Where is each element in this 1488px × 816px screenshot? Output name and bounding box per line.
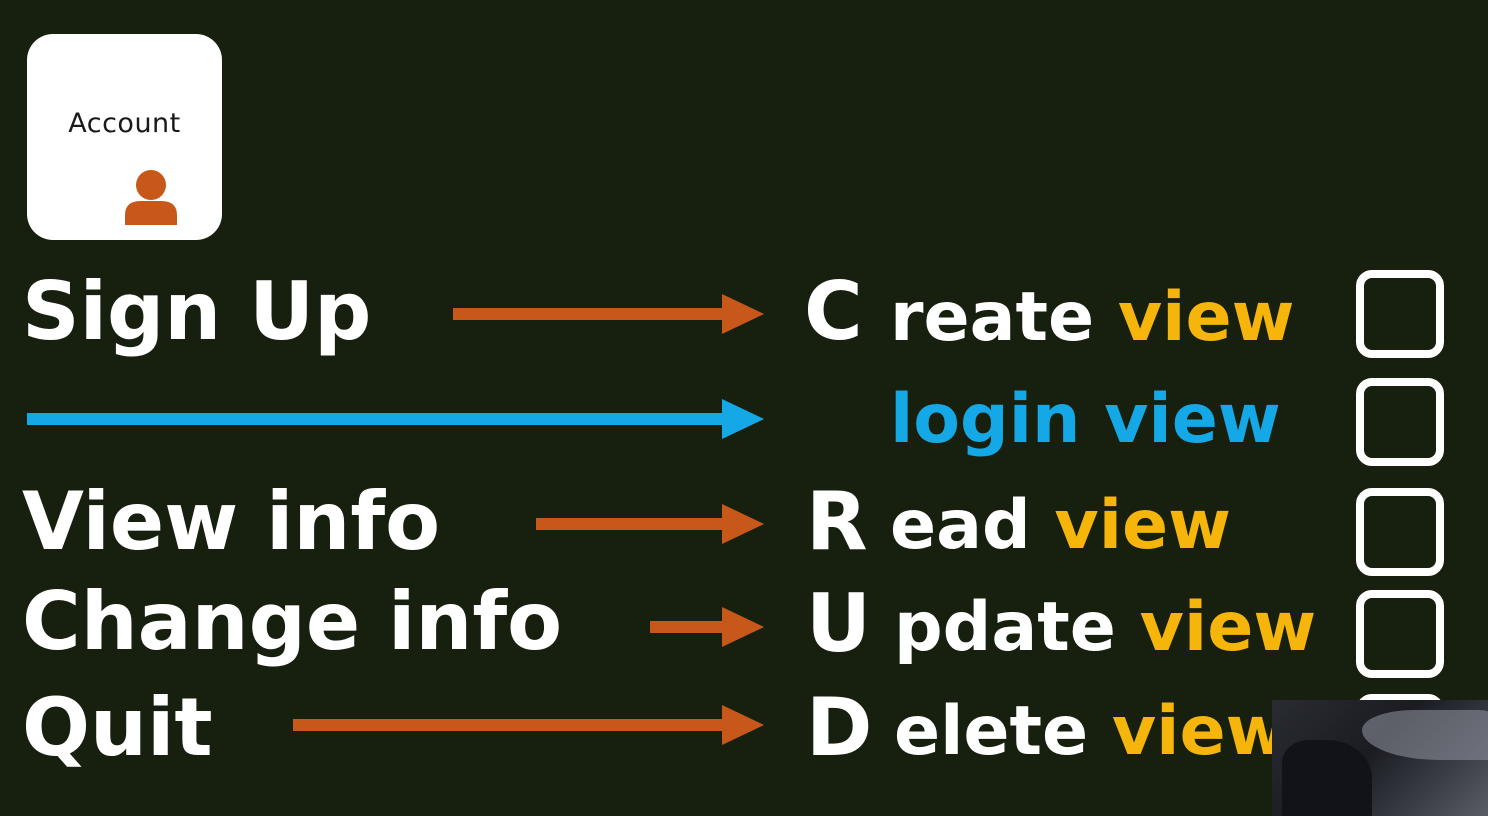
read-view-word: view [1054, 486, 1231, 565]
read-view-text: ead view [890, 492, 1231, 560]
checkbox-create[interactable] [1356, 270, 1444, 358]
label-quit: Quit [22, 681, 213, 774]
arrow-login [27, 399, 764, 439]
arrow-sign-up [453, 294, 764, 334]
delete-view-text: elete view [894, 698, 1288, 766]
checkbox-read[interactable] [1356, 488, 1444, 576]
arrow-quit [293, 705, 764, 745]
letter-u: U [806, 577, 871, 670]
account-title: Account [68, 108, 181, 139]
delete-rest: elete [894, 692, 1089, 771]
create-view-text: reate view [890, 284, 1294, 352]
checkbox-login[interactable] [1356, 378, 1444, 466]
account-card: Account [27, 34, 222, 240]
label-sign-up: Sign Up [22, 265, 372, 358]
checkbox-update[interactable] [1356, 590, 1444, 678]
update-view-word: view [1139, 588, 1317, 667]
user-icon [125, 170, 177, 225]
webcam-figure [1282, 740, 1372, 816]
label-change-info: Change info [22, 575, 563, 668]
create-view-word: view [1117, 278, 1295, 357]
letter-c: C [804, 265, 863, 358]
create-rest: reate [890, 278, 1095, 357]
label-view-info: View info [22, 475, 441, 568]
webcam-overlay [1272, 700, 1488, 816]
letter-r: R [806, 475, 868, 568]
arrow-change-info [650, 607, 764, 647]
read-rest: ead [890, 486, 1031, 565]
arrow-view-info [536, 504, 764, 544]
update-view-text: pdate view [894, 594, 1316, 662]
login-view-text: login view [890, 380, 1281, 459]
letter-d: D [806, 681, 873, 774]
update-rest: pdate [894, 588, 1116, 667]
webcam-highlight [1362, 710, 1488, 760]
delete-view-word: view [1111, 692, 1289, 771]
